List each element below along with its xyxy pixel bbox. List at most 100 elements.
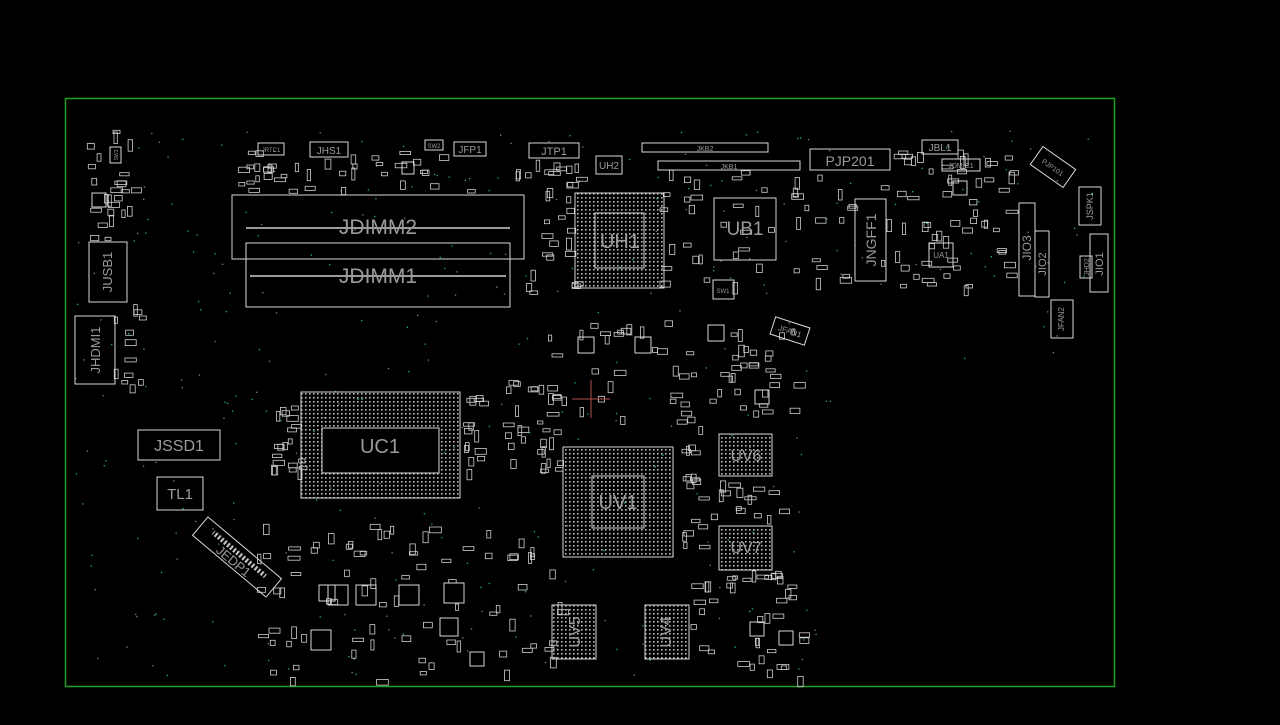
passive-part [699,544,711,550]
via [529,432,531,434]
small-ic [327,584,349,606]
via [1074,227,1076,229]
passive-part [474,447,487,455]
passive-part [900,264,910,272]
via [436,174,438,177]
via [91,554,93,556]
via [83,359,85,361]
switch-sw3[interactable]: SW3 [109,146,122,164]
passive-part [743,345,749,353]
passive-part [379,602,387,608]
pjp201-label: PJP201 [825,153,874,169]
passive-part [104,236,112,242]
passive-part [393,595,400,607]
passive-part [742,577,752,582]
passive-part [698,254,703,265]
connector-jssd1[interactable]: JSSD1 [137,429,221,461]
passive-part [768,490,781,495]
via [310,254,312,256]
chip-uv5[interactable]: UV5 [551,604,597,660]
via [763,284,765,286]
via [78,242,80,244]
passive-part [682,476,692,482]
connector-pjp101[interactable]: PJP101 [1029,145,1077,189]
chip-uh2[interactable]: UH2 [595,155,623,175]
via [267,643,269,645]
passive-part [507,554,518,561]
via [339,509,342,512]
connector-jhs1[interactable]: JHS1 [309,141,349,158]
connector-jfan1[interactable]: JFAN1 [769,316,811,346]
passive-part [549,437,554,451]
passive-part [698,496,710,501]
passive-part [504,669,510,682]
chip-ua1[interactable]: UA1 [928,242,954,268]
passive-part [913,273,920,280]
small-ic [469,651,485,667]
via [709,564,711,566]
small-ic [778,630,794,646]
connector-jfan2[interactable]: JFAN2 [1050,299,1074,339]
passive-part [731,176,743,181]
passive-part [600,331,612,336]
via [730,277,732,279]
chip-uv6[interactable]: UV6 [718,433,773,477]
passive-part [685,474,692,482]
connector-jhdmi1[interactable]: JHDMI1 [74,315,116,385]
dimm-slot-jdimm2[interactable]: JDIMM2 [231,194,525,260]
switch-sw1[interactable]: SW1 [712,279,735,300]
passive-part [370,578,377,590]
component-tl1[interactable]: TL1 [156,476,204,511]
passive-part [1006,272,1018,279]
passive-part [683,242,692,248]
connector-jdmic1[interactable]: JDMIC1 [941,158,981,172]
passive-part [280,173,288,179]
chip-uh1[interactable]: UH1 [574,192,665,289]
connector-jspk1[interactable]: JSPK1 [1078,186,1102,226]
connector-jusb1[interactable]: JUSB1 [88,241,128,303]
chip-ub1[interactable]: UB1 [713,197,777,261]
chip-uv4[interactable]: UV4 [644,604,690,660]
via [1047,311,1049,313]
passive-part [767,515,772,525]
passive-part [248,187,260,193]
jspk1-label: JSPK1 [1085,192,1095,220]
chip-uv1[interactable]: UV1 [562,446,674,558]
pjp101-label: PJP101 [1040,158,1064,178]
via [198,374,201,376]
dimm-slot-jdimm1[interactable]: JDIMM1 [245,242,511,308]
connector-jedp1[interactable]: JEDP1 [191,516,283,598]
passive-part [640,326,645,339]
switch-sw2[interactable]: SW2 [424,139,444,151]
connector-jtp1[interactable]: JTP1 [528,142,580,159]
connector-jngff1[interactable]: JNGFF1 [854,198,887,282]
uc1-label: UC1 [360,436,400,458]
via [260,563,262,565]
via [984,266,986,268]
uv6-label: UV6 [730,448,761,465]
small-ic [707,324,725,342]
passive-part [352,637,364,642]
connector-jio2[interactable]: JIO2 [1034,230,1050,298]
passive-part [113,368,119,380]
connector-jbl1[interactable]: JBL1 [921,139,959,155]
connector-pjp201[interactable]: PJP201 [809,148,891,171]
connector-jio3[interactable]: JIO3 [1018,202,1036,297]
connector-jhd2[interactable]: JHD2 [1079,255,1093,279]
passive-part [1004,261,1016,269]
passive-part [107,194,112,207]
passive-part [799,637,810,644]
connector-jfp1[interactable]: JFP1 [453,141,487,157]
jio1-label: JIO1 [1094,252,1106,275]
passive-part [817,174,823,182]
connector-jrtc1[interactable]: JRTC1 [257,142,285,156]
via [582,146,584,148]
connector-jkb2[interactable]: JKB2 [641,142,769,153]
connector-jkb1[interactable]: JKB1 [657,160,801,171]
passive-part [705,581,710,593]
connector-jio1[interactable]: JIO1 [1089,233,1109,293]
chip-uv7[interactable]: UV7 [718,525,773,571]
passive-part [515,405,519,417]
chip-uc1[interactable]: UC1 [300,391,461,499]
